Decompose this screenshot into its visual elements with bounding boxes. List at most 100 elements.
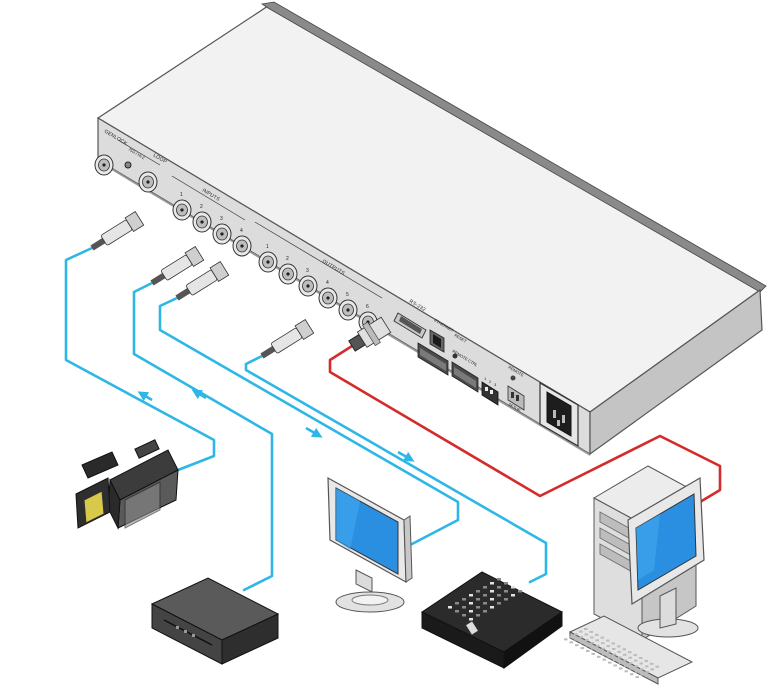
keyboard-key <box>635 670 639 673</box>
keyboard-key <box>617 645 621 648</box>
keyboard-key <box>639 662 643 665</box>
keyboard-key <box>622 648 626 651</box>
keyboard-key <box>612 653 616 656</box>
keyboard-key <box>634 659 638 662</box>
input-bnc-3[interactable] <box>212 223 232 245</box>
keyboard-key <box>601 647 605 650</box>
setup-label: SETUP <box>507 402 521 413</box>
input-bnc-2[interactable] <box>192 211 212 233</box>
keyboard-key <box>624 664 628 667</box>
keyboard-key <box>589 630 593 633</box>
keyboard-key <box>584 633 588 636</box>
keyboard-key <box>623 659 627 662</box>
genlock-bnc[interactable] <box>94 154 114 176</box>
keyboard-key <box>617 650 621 653</box>
keyboard-key <box>612 648 616 650</box>
switcher-button <box>483 610 487 613</box>
signal-arrows <box>137 389 415 462</box>
remote-terminal-block-1[interactable] <box>417 342 449 376</box>
chassis-rim <box>260 1 767 293</box>
setup-dip-switch[interactable] <box>481 381 499 406</box>
output-number-2: 2 <box>286 256 289 262</box>
termination-switch[interactable] <box>124 161 132 169</box>
keyboard-key <box>628 651 632 654</box>
keyboard-key <box>630 673 634 676</box>
output-bnc-3[interactable] <box>298 275 318 297</box>
input-bnc-4[interactable] <box>232 235 252 257</box>
switcher-button <box>469 618 473 621</box>
keyboard-key <box>645 670 649 673</box>
output-bnc-1[interactable] <box>258 251 278 273</box>
output-bnc-5[interactable] <box>338 299 358 321</box>
plug-genlock <box>90 210 145 251</box>
switcher-button <box>490 582 494 585</box>
keyboard-key <box>595 633 599 636</box>
switcher-button <box>490 606 494 609</box>
keyboard-key <box>585 639 589 641</box>
keyboard-key <box>628 656 632 659</box>
setup-switch-bank[interactable] <box>507 385 525 411</box>
keyboard-key <box>645 665 649 668</box>
output-bnc-4[interactable] <box>318 287 338 309</box>
keyboard-key <box>596 650 600 653</box>
keyboard-key <box>585 644 589 647</box>
label-brackets <box>117 139 383 299</box>
keyboard-key <box>607 656 611 659</box>
keyboard-key <box>584 628 588 630</box>
keyboard-key <box>590 636 594 639</box>
keyboard-key <box>602 658 606 661</box>
cable-rs232-pc <box>328 344 722 504</box>
keyboard-key <box>591 647 595 650</box>
keyboard-key <box>607 650 611 653</box>
switcher-button <box>497 594 501 597</box>
reset-button[interactable] <box>452 353 458 359</box>
plug-rs232 <box>348 316 392 352</box>
keyboard-key <box>618 656 622 659</box>
output-bnc-2[interactable] <box>278 263 298 285</box>
keyboard-key <box>606 639 610 642</box>
switcher-button <box>518 590 522 593</box>
keyboard-key <box>639 657 643 659</box>
switcher-button <box>476 598 480 601</box>
rs232-port[interactable] <box>393 312 427 339</box>
ethernet-port[interactable] <box>429 329 445 353</box>
reset-label: RESET <box>453 333 467 344</box>
switcher-button <box>511 586 515 589</box>
keyboard-key <box>623 653 627 656</box>
keyboard-key <box>618 661 622 664</box>
dip-number-1: 1 <box>484 376 487 381</box>
plug-dvd <box>150 245 205 286</box>
plug-monitor <box>175 260 230 301</box>
keyboard-key <box>595 639 599 642</box>
keyboard-key <box>586 650 590 652</box>
switcher-button <box>504 598 508 601</box>
video-monitor <box>327 476 413 613</box>
keyboard-key <box>650 662 654 665</box>
keyboard-key <box>579 636 583 639</box>
output-number-5: 5 <box>346 292 349 298</box>
remote-terminal-block-2[interactable] <box>451 361 479 393</box>
switcher-button <box>476 614 480 617</box>
switcher-button <box>490 590 494 593</box>
output-number-1: 1 <box>266 244 269 250</box>
switcher-button <box>511 594 515 597</box>
keyboard-key <box>619 667 623 670</box>
keyboard-keys <box>564 628 659 679</box>
input-bnc-1[interactable] <box>172 199 192 221</box>
switcher-button <box>455 610 459 613</box>
loop-bnc[interactable] <box>138 171 158 193</box>
keyboard-key <box>569 641 573 644</box>
switcher-button <box>469 594 473 597</box>
switcher-button <box>462 598 466 601</box>
keyboard-key <box>597 655 601 658</box>
keyboard-key <box>574 633 578 636</box>
switcher-button <box>497 578 501 581</box>
switcher-button <box>497 586 501 589</box>
switcher-button <box>504 590 508 593</box>
power-inlet[interactable] <box>539 381 579 448</box>
switcher-button <box>455 602 459 605</box>
dip-number-3: 3 <box>494 382 497 387</box>
output-number-6: 6 <box>366 304 369 310</box>
